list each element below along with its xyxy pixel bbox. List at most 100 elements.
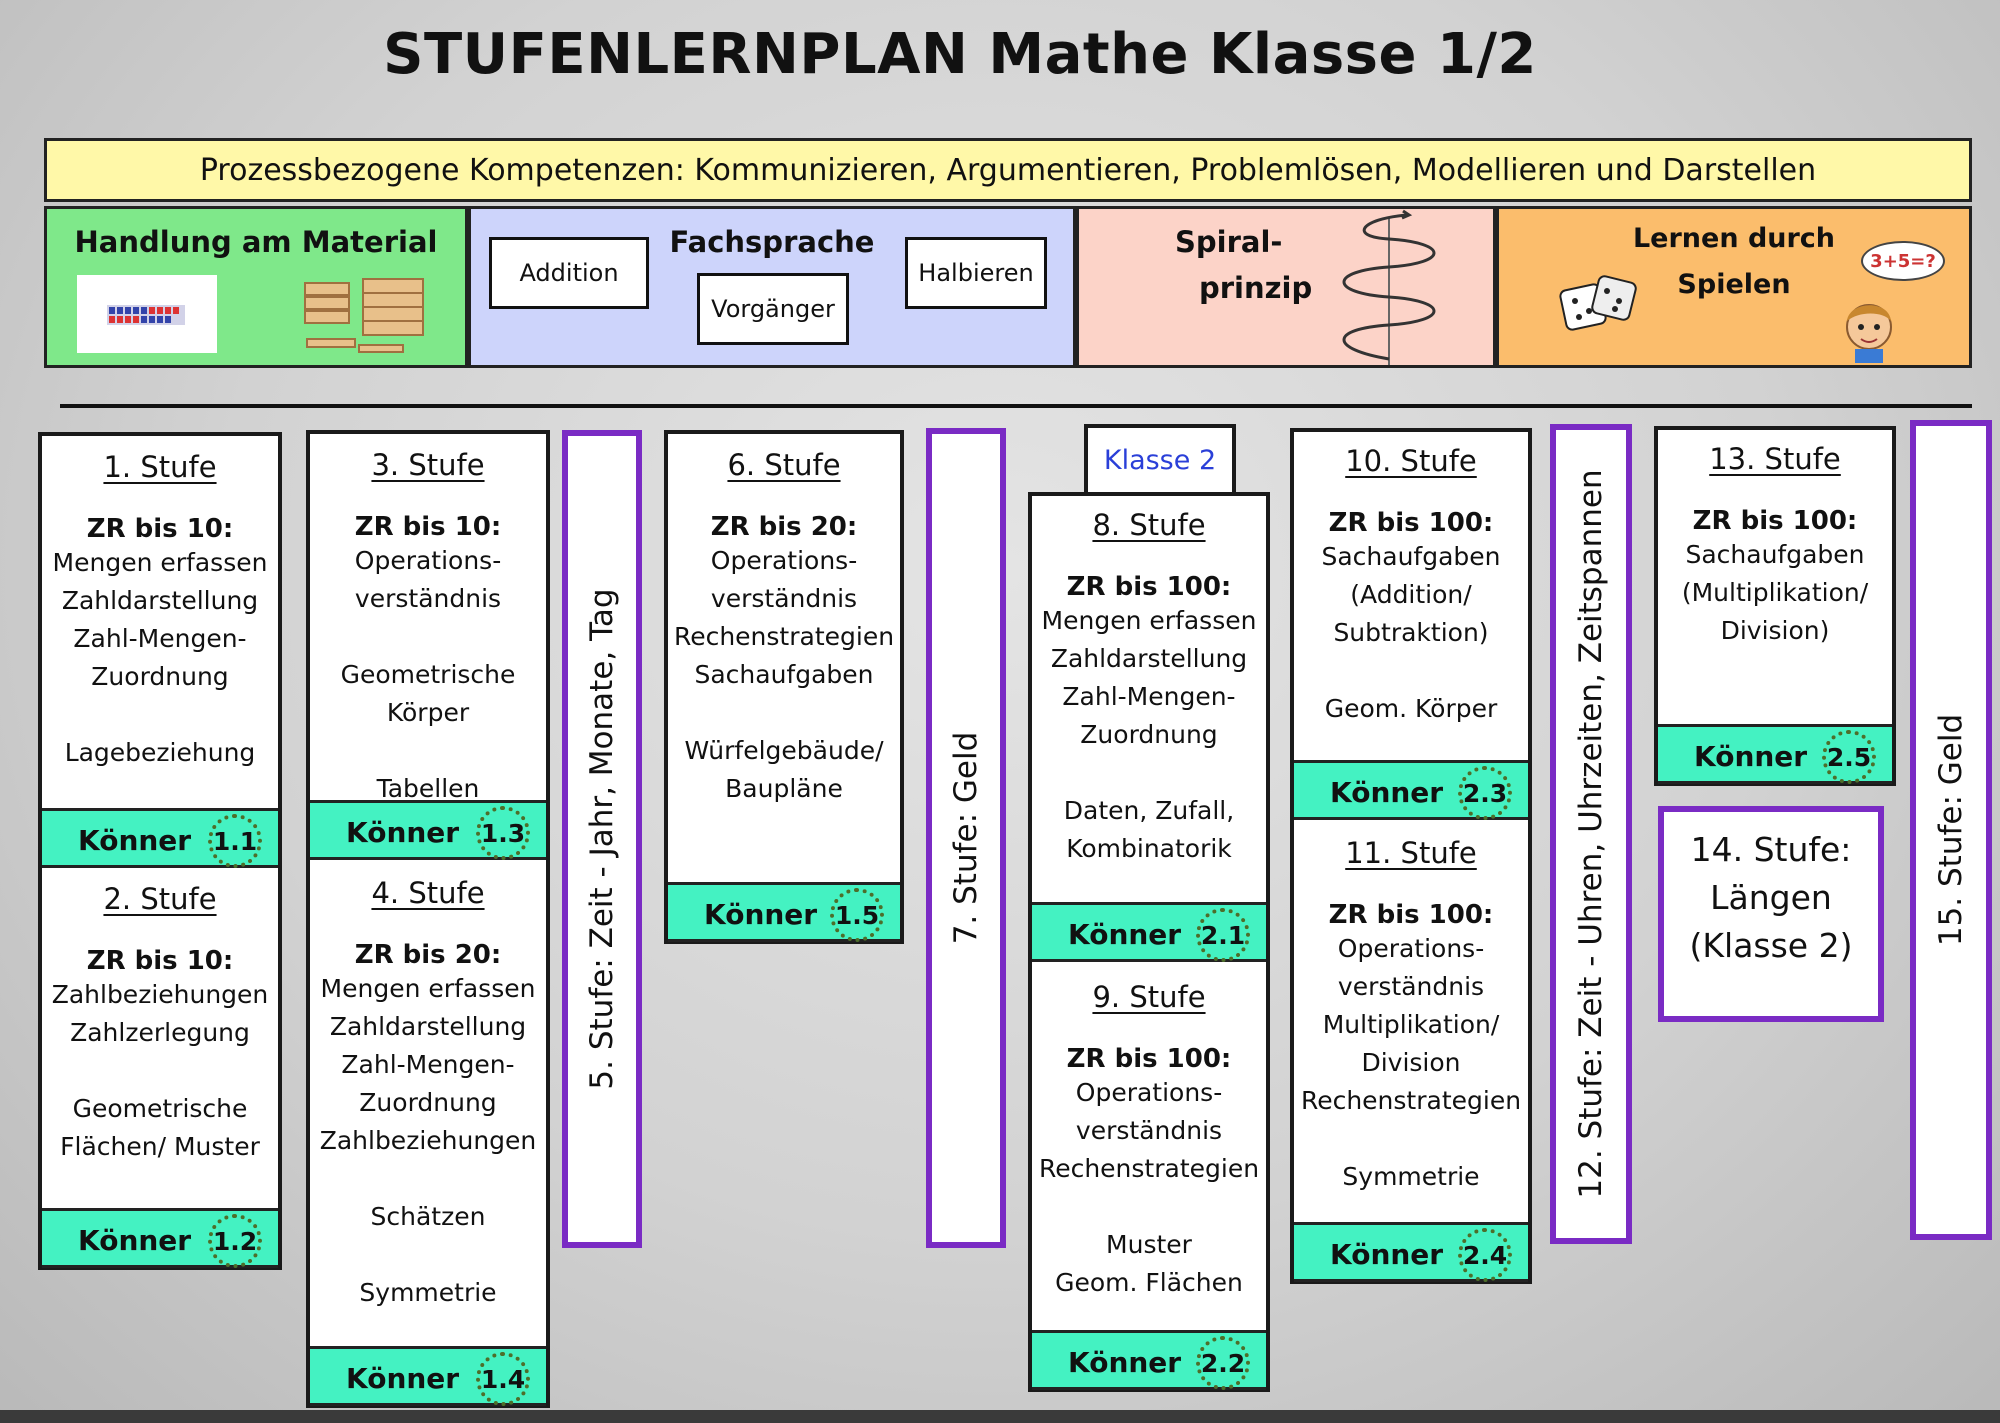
stufe-6-line: Operations- <box>710 546 858 575</box>
process-competencies-banner: Prozessbezogene Kompetenzen: Kommunizier… <box>44 138 1972 202</box>
stufe-9-line: verständnis <box>1075 1116 1223 1145</box>
panel-spiral-title-line2: prinzip <box>1199 271 1313 305</box>
stufe-6-line: Rechenstrategien <box>673 622 895 651</box>
stufe-2-line: Geometrische <box>72 1094 248 1123</box>
laurel-badge-1-5: 1.5 <box>830 888 884 942</box>
stufe-10-line: Geom. Körper <box>1324 694 1498 723</box>
panel-fachsprache: Fachsprache Addition Vorgänger Halbieren <box>468 206 1076 368</box>
stufe-6-line: Baupläne <box>725 774 843 803</box>
stufe-1-line: Zahl-Mengen- <box>73 624 247 653</box>
stufe-9-line: Operations- <box>1075 1078 1223 1107</box>
stufe-13-line: Division) <box>1720 616 1830 645</box>
konner-label: Könner <box>704 898 818 931</box>
stufe-card-8-9: 8. Stufe ZR bis 100: Mengen erfassen Zah… <box>1028 492 1270 1392</box>
stufe-4-zr: ZR bis 20: <box>354 940 502 970</box>
stufe-3-line: Geometrische Körper <box>340 660 516 727</box>
laurel-badge-1-1: 1.1 <box>208 814 262 868</box>
stufe-10-line: Subtraktion) <box>1333 618 1489 647</box>
laurel-badge-2-2: 2.2 <box>1196 1336 1250 1390</box>
word-card-halbieren: Halbieren <box>905 237 1047 309</box>
stufe-5-label: 5. Stufe: Zeit - Jahr, Monate, Tag <box>584 588 620 1090</box>
panel-handlung: Handlung am Material <box>44 206 468 368</box>
stufe-8-line <box>1032 754 1266 792</box>
stufe-11-line: Division <box>1361 1048 1461 1077</box>
stufe-6-title: 6. Stufe <box>727 448 841 482</box>
stufe-4-line: Symmetrie <box>359 1278 497 1307</box>
stufe-8-title: 8. Stufe <box>1092 508 1206 542</box>
stufe-14-line: 14. Stufe: <box>1690 830 1852 869</box>
konner-label: Könner <box>78 824 192 857</box>
laurel-badge-2-4: 2.4 <box>1458 1228 1512 1282</box>
stufe-7-bar: 7. Stufe: Geld <box>926 428 1006 1248</box>
stufe-10-title: 10. Stufe <box>1345 444 1477 478</box>
stufe-1-title: 1. Stufe <box>103 450 217 484</box>
stufe-3-line: verständnis <box>354 584 502 613</box>
stufe-14-line: (Klasse 2) <box>1689 926 1853 965</box>
stufe-3-title: 3. Stufe <box>371 448 485 482</box>
konner-bar-1-4: Könner 1.4 <box>310 1346 546 1406</box>
panel-spielen-title-line2: Spielen <box>1677 269 1791 300</box>
laurel-badge-2-3: 2.3 <box>1458 766 1512 820</box>
konner-label: Könner <box>1068 1346 1182 1379</box>
dice-icon <box>1559 273 1639 335</box>
konner-bar-1-1: Könner 1.1 <box>42 808 278 868</box>
stufe-6-line <box>668 694 900 732</box>
stufe-7-label: 7. Stufe: Geld <box>948 731 984 945</box>
stufe-4-line: Zahl-Mengen- <box>341 1050 515 1079</box>
stufe-3-line: Operations- <box>354 546 502 575</box>
stufe-11-line: Rechenstrategien <box>1300 1086 1522 1115</box>
konner-label: Könner <box>1694 740 1808 773</box>
stufe-9-zr: ZR bis 100: <box>1066 1044 1232 1074</box>
stufe-10-zr: ZR bis 100: <box>1328 508 1494 538</box>
stufe-1-line <box>42 696 278 734</box>
stufe-2-line <box>42 1052 278 1090</box>
stufe-1-line: Zuordnung <box>91 662 229 691</box>
stufe-10-line: (Addition/ <box>1350 580 1472 609</box>
stufe-9-title: 9. Stufe <box>1092 980 1206 1014</box>
laurel-badge-1-3: 1.3 <box>476 806 530 860</box>
stufe-6-zr: ZR bis 20: <box>710 512 858 542</box>
stufe-4-line: Schätzen <box>370 1202 486 1231</box>
stufe-11-line: Multiplikation/ <box>1322 1010 1500 1039</box>
stufe-9-line: Muster <box>1106 1230 1192 1259</box>
stufe-15-bar: 15. Stufe: Geld <box>1910 420 1992 1240</box>
stufe-card-3-4: 3. Stufe ZR bis 10: Operations- verständ… <box>306 430 550 1408</box>
stufe-card-1-2: 1. Stufe ZR bis 10: Mengen erfassen Zahl… <box>38 432 282 1270</box>
stufe-14-line: Längen <box>1710 878 1832 917</box>
konner-bar-2-1: Könner 2.1 <box>1032 902 1266 962</box>
stufe-1-zr: ZR bis 10: <box>86 514 234 544</box>
stufe-10-line <box>1294 652 1528 690</box>
konner-label: Könner <box>346 1362 460 1395</box>
konner-bar-1-5: Könner 1.5 <box>668 882 900 942</box>
stufe-card-6: 6. Stufe ZR bis 20: Operations- verständ… <box>664 430 904 944</box>
word-card-vorgaenger: Vorgänger <box>697 273 849 345</box>
konner-label: Könner <box>1330 1238 1444 1271</box>
konner-label: Könner <box>1330 776 1444 809</box>
stufe-card-10-11: 10. Stufe ZR bis 100: Sachaufgaben (Addi… <box>1290 428 1532 1284</box>
stufe-4-line <box>310 1236 546 1274</box>
konner-label: Könner <box>346 816 460 849</box>
word-card-addition: Addition <box>489 237 649 309</box>
konner-bar-1-2: Könner 1.2 <box>42 1208 278 1268</box>
stufe-3-line <box>310 732 546 770</box>
stufe-13-title: 13. Stufe <box>1709 442 1841 476</box>
stufe-8-line: Zuordnung <box>1080 720 1218 749</box>
stufe-3-line: Tabellen <box>376 774 480 803</box>
stufe-6-line: verständnis <box>710 584 858 613</box>
stufe-1-line: Lagebeziehung <box>64 738 256 767</box>
stufe-9-line: Rechenstrategien <box>1038 1154 1260 1183</box>
stufe-13-line: (Multiplikation/ <box>1681 578 1869 607</box>
stufe-8-line: Kombinatorik <box>1066 834 1232 863</box>
stufe-11-line: verständnis <box>1337 972 1485 1001</box>
stufe-8-line: Daten, Zufall, <box>1063 796 1235 825</box>
stufe-4-line: Zahldarstellung <box>329 1012 527 1041</box>
panel-spielen: Lernen durch Spielen 3+5=? <box>1496 206 1972 368</box>
konner-bar-2-4: Könner 2.4 <box>1294 1222 1528 1282</box>
divider-line <box>60 404 1972 408</box>
stufe-3-line <box>310 618 546 656</box>
thought-bubble: 3+5=? <box>1861 241 1945 281</box>
stufe-9-line <box>1032 1188 1266 1226</box>
konner-bar-2-3: Könner 2.3 <box>1294 760 1528 820</box>
stufe-4-line: Zuordnung <box>359 1088 497 1117</box>
stufe-card-13: 13. Stufe ZR bis 100: Sachaufgaben (Mult… <box>1654 426 1896 786</box>
